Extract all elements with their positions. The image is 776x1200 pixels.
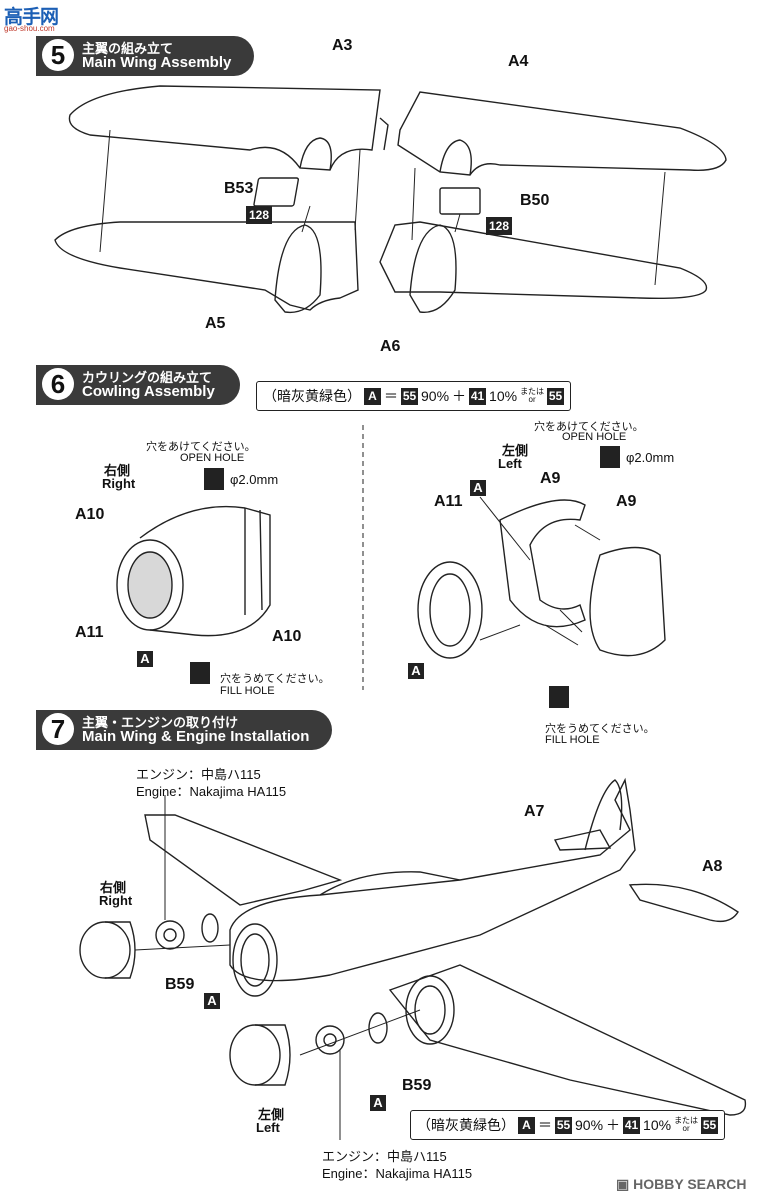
wing-part-a4 — [397, 91, 727, 176]
open-hole-jp: 穴をあけてください。 — [534, 421, 644, 433]
site-logo-sub: gao-shou.com — [4, 24, 55, 33]
step-number: 7 — [42, 713, 74, 745]
watermark: ▣ HOBBY SEARCH — [616, 1176, 747, 1192]
fill-hole-en: FILL HOLE — [545, 734, 600, 746]
side-label-jp: 左側 — [258, 1107, 285, 1122]
step-title-en: Main Wing Assembly — [82, 54, 232, 71]
part-label: A11 — [75, 624, 104, 641]
paint-code: 55 — [555, 1116, 572, 1134]
engine-label-en: Engine：Nakajima HA115 — [322, 1166, 473, 1181]
side-label-jp: 左側 — [502, 443, 529, 458]
fuselage — [229, 777, 636, 982]
fill-hole-icon — [549, 686, 569, 708]
fill-hole-icon — [190, 662, 210, 684]
paint-ratio: 90% — [575, 1117, 604, 1133]
step-title-jp: 主翼の組み立て — [82, 41, 174, 56]
engine-label-jp: エンジン：中島ハ115 — [322, 1149, 447, 1164]
plus-sign: ＋ — [452, 388, 467, 404]
part-label: A3 — [332, 37, 353, 54]
part-label: A4 — [508, 53, 529, 70]
part-tag-128: 128 — [246, 206, 272, 224]
open-hole-jp: 穴をあけてください。 — [146, 441, 256, 453]
drill-icon — [204, 468, 224, 490]
color-name: （暗灰黄緑色） — [417, 1117, 515, 1133]
part-badge: A — [364, 387, 381, 405]
fill-hole-jp: 穴をうめてください。 — [545, 723, 655, 735]
step-title-en: Main Wing & Engine Installation — [82, 728, 310, 745]
side-label-en: Right — [99, 893, 133, 908]
diameter-label: φ2.0mm — [230, 472, 279, 487]
paint-ratio: 90% — [421, 388, 450, 404]
step-7-header: 7 主翼・エンジンの取り付け Main Wing & Engine Instal… — [36, 710, 332, 750]
side-label-en: Left — [498, 456, 522, 471]
part-badge: A — [370, 1095, 386, 1111]
engine-label-en: Engine：Nakajima HA115 — [136, 784, 287, 799]
site-logo-text: 高手网 — [4, 7, 59, 28]
paint-ratio: 10% — [489, 388, 518, 404]
paint-ratio: 10% — [643, 1117, 672, 1133]
step-6-header: 6 カウリングの組み立て Cowling Assembly — [36, 365, 240, 405]
part-label: A10 — [75, 506, 105, 523]
paint-code: 41 — [623, 1116, 641, 1134]
part-label: A9 — [540, 470, 561, 487]
engine-label-jp: エンジン：中島ハ115 — [136, 767, 261, 782]
step-5-header: 5 主翼の組み立て Main Wing Assembly — [36, 36, 254, 76]
part-badge: A — [518, 1116, 535, 1134]
part-badge: A — [470, 480, 486, 496]
paint-code: 55 — [547, 387, 565, 405]
color-name: （暗灰黄緑色） — [263, 388, 361, 404]
part-badge: A — [408, 663, 424, 679]
diameter-label: φ2.0mm — [626, 450, 675, 465]
part-label: A6 — [380, 338, 401, 355]
step-number: 6 — [42, 368, 74, 400]
wing-part-a5 — [54, 221, 359, 311]
part-label: A11 — [434, 493, 463, 510]
part-label: A9 — [616, 493, 637, 510]
wing-part-a6 — [379, 221, 708, 299]
part-label: B53 — [224, 180, 254, 197]
part-label: A8 — [702, 858, 723, 875]
fill-hole-en: FILL HOLE — [220, 685, 275, 697]
equals-sign: ＝ — [538, 1117, 552, 1133]
paint-code: 55 — [401, 387, 418, 405]
part-label: A7 — [524, 803, 545, 820]
part-badge: A — [137, 651, 153, 667]
part-label: A5 — [205, 315, 226, 332]
part-label: B59 — [165, 976, 195, 993]
part-label: A10 — [272, 628, 302, 645]
fill-hole-jp: 穴をうめてください。 — [220, 673, 330, 685]
drill-icon — [600, 446, 620, 468]
plus-sign: ＋ — [606, 1117, 621, 1133]
wing-part-a3 — [68, 85, 381, 171]
site-logo: 高手网 gao-shou.com — [2, 2, 68, 34]
side-label-jp: 右側 — [100, 880, 127, 895]
step-title-jp: カウリングの組み立て — [82, 370, 213, 385]
side-label-en: Left — [256, 1120, 280, 1135]
step-number: 5 — [42, 39, 74, 71]
step-title-jp: 主翼・エンジンの取り付け — [82, 715, 239, 730]
part-label: B50 — [520, 192, 550, 209]
step-title-en: Cowling Assembly — [82, 383, 215, 400]
watermark-icon: ▣ — [616, 1176, 634, 1192]
paint-code: 41 — [469, 387, 487, 405]
paint-code: 55 — [701, 1116, 719, 1134]
part-tag-128: 128 — [486, 217, 512, 235]
part-label: B59 — [402, 1077, 432, 1094]
part-badge: A — [204, 993, 220, 1009]
side-label-en: Right — [102, 476, 136, 491]
equals-sign: ＝ — [384, 388, 398, 404]
open-hole-en: OPEN HOLE — [562, 431, 627, 443]
side-label-jp: 右側 — [104, 463, 131, 478]
open-hole-en: OPEN HOLE — [180, 452, 245, 464]
